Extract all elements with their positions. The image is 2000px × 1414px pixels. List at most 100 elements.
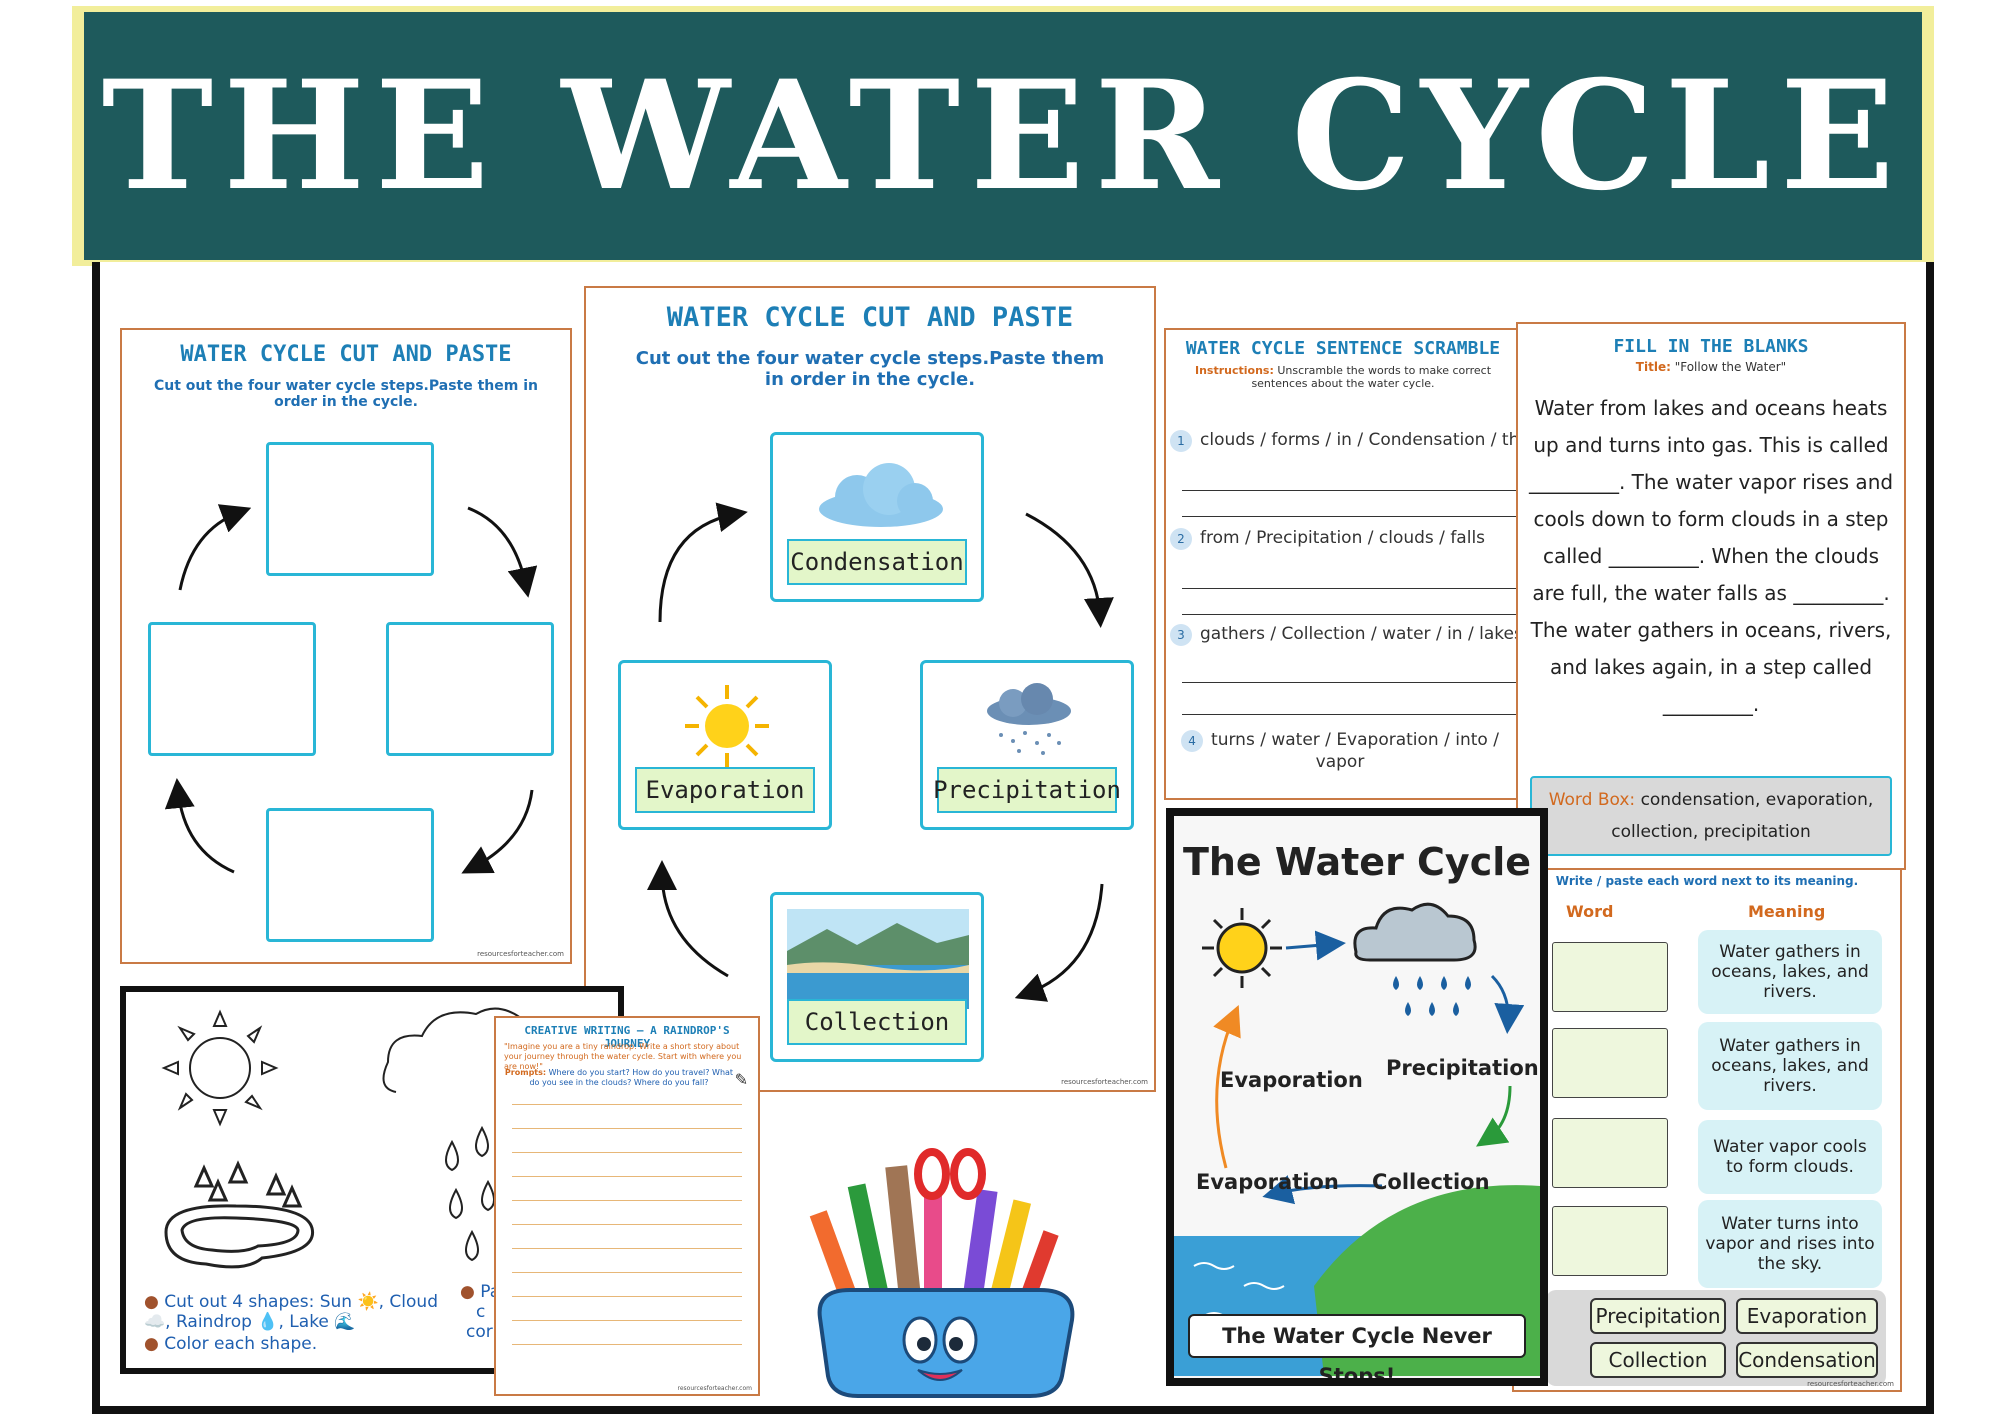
writing-line [512, 1200, 742, 1201]
writing-prompts: Prompts: Where do you start? How do you … [504, 1068, 734, 1088]
cycle-arrows [164, 504, 538, 874]
partial-text-2: c [476, 1302, 486, 1322]
writing-line [512, 1128, 742, 1129]
item-number: 1 [1170, 430, 1192, 452]
word-box-words: condensation, evaporation, collection, p… [1611, 790, 1874, 842]
sun-icon [1202, 908, 1282, 988]
label-precipitation: Precipitation [1386, 1056, 1539, 1080]
instruction-cut: ● Cut out 4 shapes: Sun ☀️, Cloud ☁️, Ra… [144, 1292, 438, 1332]
writing-line [512, 1248, 742, 1249]
sun-icon [161, 1009, 279, 1127]
word-box-label: Word Box: [1548, 790, 1636, 810]
evaporation-card: Evaporation [618, 660, 832, 830]
answer-line [1182, 490, 1520, 491]
partial-text-3: cor [466, 1322, 493, 1342]
subtitle: Title: "Follow the Water" [1518, 360, 1904, 374]
paste-box-left [148, 622, 316, 756]
water-cycle-poster: The Water Cycle Evaporation Precipitatio… [1166, 808, 1548, 1386]
writing-prompt: "Imagine you are a tiny raindrop. Write … [504, 1042, 742, 1071]
sheet-title: WATER CYCLE CUT AND PASTE [666, 302, 1074, 333]
writing-line [512, 1176, 742, 1177]
item-text: clouds / forms / in / Condensation / the [1200, 430, 1522, 450]
answer-line [1182, 714, 1520, 715]
lake-icon [164, 1160, 315, 1269]
poster-footer: The Water Cycle Never Stops! [1188, 1314, 1526, 1378]
meaning-card: Water vapor cools to form clouds. [1698, 1120, 1882, 1194]
label-evaporation-bottom: Evaporation [1196, 1170, 1339, 1194]
answer-line [1182, 682, 1520, 683]
answer-line [1182, 614, 1520, 615]
column-word: Word [1566, 902, 1614, 921]
meaning-card: Water turns into vapor and rises into th… [1698, 1200, 1882, 1288]
banner-title: THE WATER CYCLE [101, 48, 1905, 224]
word-slot[interactable] [1552, 1118, 1668, 1188]
sheet-footer: resourcesforteacher.com [1061, 1078, 1148, 1086]
sheet-instructions: Cut out the four water cycle steps.Paste… [154, 378, 538, 410]
answer-line [1182, 516, 1520, 517]
poster-diagram [1174, 902, 1540, 1376]
pencil-icon [809, 1165, 1059, 1330]
subtitle-label: Title: [1635, 360, 1671, 374]
word-box: Word Box: condensation, evaporation, col… [1530, 776, 1892, 856]
paste-box-right [386, 622, 554, 756]
raindrop-icon [445, 1125, 495, 1262]
chip-evaporation[interactable]: Evaporation [1736, 1298, 1878, 1334]
cycle-arrows [647, 502, 1114, 1002]
sheet-title: WATER CYCLE CUT AND PASTE [180, 342, 512, 367]
prompts-label: Prompts: [504, 1068, 547, 1077]
writing-title: CREATIVE WRITING – A RAINDROP'S JOURNEY [524, 1024, 730, 1050]
fill-blanks-sheet: FILL IN THE BLANKS Title: "Follow the Wa… [1516, 322, 1906, 870]
item-text: turns / water / Evaporation / into / vap… [1211, 730, 1499, 772]
word-meaning-sheet: Write / paste each word next to its mean… [1512, 868, 1902, 1392]
rain-cloud-icon [987, 683, 1071, 755]
creative-writing-sheet: CREATIVE WRITING – A RAINDROP'S JOURNEY … [494, 1016, 760, 1396]
collection-card: Collection [770, 892, 984, 1062]
instruction-color-text: Color each shape. [164, 1334, 318, 1354]
item-number: 4 [1181, 730, 1204, 752]
sheet-footer: resourcesforteacher.com [677, 1385, 752, 1392]
condensation-label: Condensation [787, 539, 967, 585]
meaning-card: Water gathers in oceans, lakes, and rive… [1698, 930, 1882, 1014]
chip-collection[interactable]: Collection [1590, 1342, 1726, 1378]
instructions-text: Unscramble the words to make correct sen… [1251, 364, 1492, 390]
word-slot[interactable] [1552, 1206, 1668, 1276]
sheet-title: FILL IN THE BLANKS [1613, 336, 1809, 357]
scissors-icon [914, 1148, 986, 1200]
word-slot[interactable] [1552, 1028, 1668, 1098]
writing-line [512, 1296, 742, 1297]
title-banner: THE WATER CYCLE [72, 6, 1934, 266]
sun-icon [685, 685, 769, 767]
partial-text: ● Pa c cor [460, 1282, 501, 1342]
sheet-instructions: Cut out the four water cycle steps.Paste… [635, 348, 1105, 390]
meaning-card: Water gathers in oceans, lakes, and rive… [1698, 1022, 1882, 1110]
evaporation-label: Evaporation [635, 767, 815, 813]
sheet-footer: resourcesforteacher.com [477, 950, 564, 958]
writing-line [512, 1104, 742, 1105]
cut-paste-blank-sheet: WATER CYCLE CUT AND PASTE Cut out the fo… [120, 328, 572, 964]
match-instruction: Write / paste each word next to its mean… [1555, 874, 1859, 888]
prompts-text: Where do you start? How do you travel? W… [529, 1068, 734, 1087]
word-slot[interactable] [1552, 942, 1668, 1012]
pencil-icon: ✎ [734, 1070, 748, 1089]
chip-condensation[interactable]: Condensation [1736, 1342, 1878, 1378]
cut-paste-filled-sheet: WATER CYCLE CUT AND PASTE Cut out the fo… [584, 286, 1156, 1092]
condensation-card: Condensation [770, 432, 984, 602]
instruction-color: ● Color each shape. [144, 1334, 318, 1354]
item-text: from / Precipitation / clouds / falls [1200, 528, 1486, 548]
scramble-instructions: Instructions: Unscramble the words to ma… [1176, 364, 1510, 390]
cloud-icon [382, 1007, 527, 1093]
cloud-icon [819, 463, 943, 527]
paste-box-bottom [266, 808, 434, 942]
instructions-label: Instructions: [1194, 364, 1274, 377]
pencil-case-illustration [809, 1148, 1075, 1398]
column-meaning: Meaning [1748, 902, 1826, 921]
coloring-shapes [161, 1007, 527, 1269]
paragraph: Water from lakes and oceans heats up and… [1528, 396, 1894, 716]
chip-precipitation[interactable]: Precipitation [1590, 1298, 1726, 1334]
sheet-title: WATER CYCLE SENTENCE SCRAMBLE [1185, 338, 1501, 359]
instruction-cut-text: Cut out 4 shapes: Sun ☀️, Cloud ☁️, Rain… [144, 1292, 438, 1332]
label-collection: Collection [1372, 1170, 1490, 1194]
precipitation-label: Precipitation [933, 767, 1121, 813]
